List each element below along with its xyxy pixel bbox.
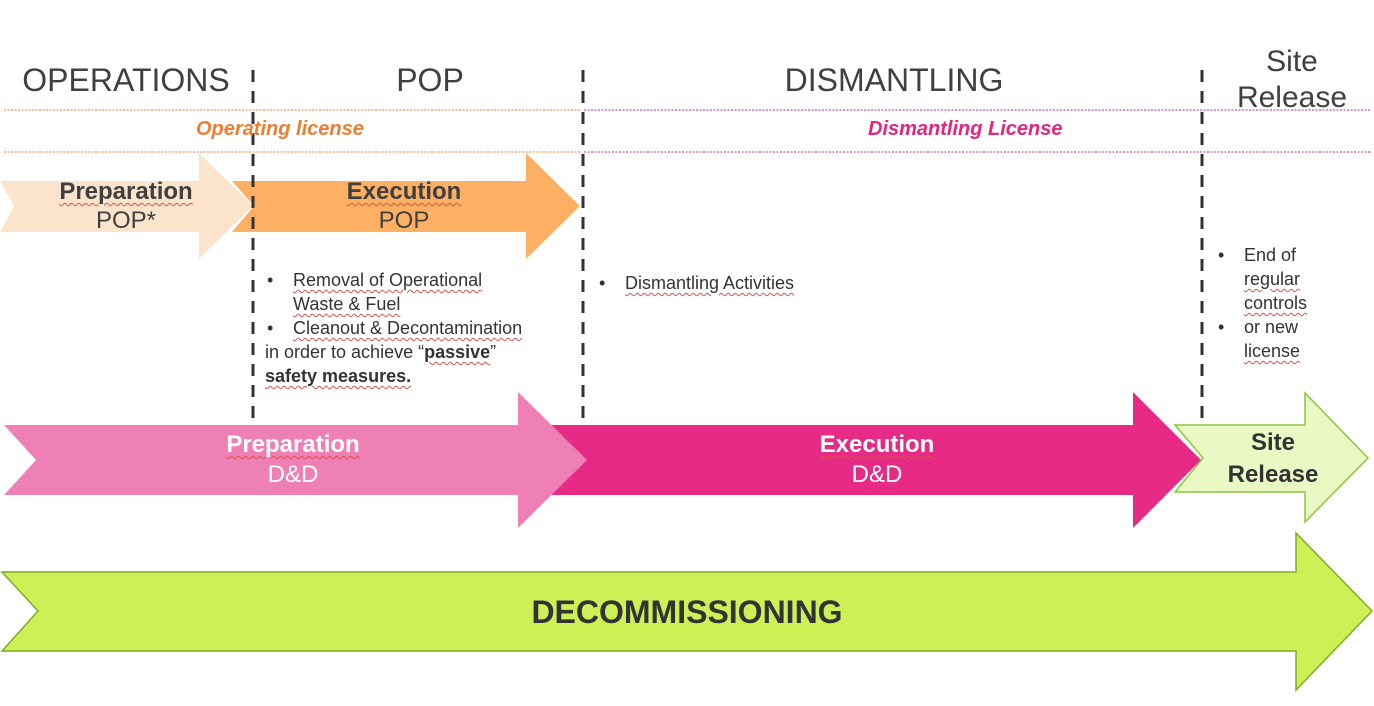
preparation-dd-arrow	[4, 392, 587, 528]
execution-pop-subtitle: POP	[378, 207, 430, 234]
release-note-line4: or new	[1244, 317, 1299, 337]
preparation-dd-title: Preparation	[226, 431, 360, 458]
dismantling-note-activities-text: Dismantling Activities	[625, 273, 795, 293]
decommissioning-arrow	[0, 531, 1374, 692]
release-note-line1: End of	[1244, 245, 1297, 265]
execution-dd-arrow	[548, 392, 1201, 528]
pop-note-removal-line2: Waste & Fuel	[293, 294, 401, 314]
release-notes: End of regular controls or new license	[1216, 243, 1366, 363]
execution-pop-label: Execution POP	[314, 177, 494, 235]
pop-notes: Removal of Operational Waste & Fuel Clea…	[265, 268, 565, 388]
pop-note-tail-line2: safety measures.	[265, 366, 412, 386]
site-release-title-line1: Site	[1250, 429, 1295, 456]
pop-note-tail-bold: passive	[424, 342, 491, 362]
pop-note-tail: in order to achieve “passive” safety mea…	[265, 340, 565, 388]
preparation-pop-label: Preparation POP*	[36, 177, 216, 235]
dismantling-license-label: Dismantling License	[868, 118, 1063, 140]
site-release-title-line2: Release	[1227, 461, 1319, 488]
dismantling-note-activities: Dismantling Activities	[597, 271, 897, 295]
phase-dismantling: DISMANTLING	[784, 62, 1004, 98]
release-note-end-of-controls: End of regular controls	[1216, 243, 1366, 315]
pop-note-removal: Removal of Operational Waste & Fuel	[265, 268, 565, 316]
preparation-dd-label: Preparation D&D	[193, 430, 393, 490]
site-release-arrow	[1173, 391, 1370, 524]
execution-dd-label: Execution D&D	[777, 430, 977, 490]
release-note-line2: regular	[1244, 269, 1301, 289]
preparation-dd-subtitle: D&D	[267, 461, 319, 488]
operating-license-label: Operating license	[196, 118, 364, 140]
release-note-line5: license	[1244, 341, 1301, 361]
dismantling-notes: Dismantling Activities	[597, 271, 897, 295]
phase-site-release-line1: Site	[1266, 45, 1318, 78]
preparation-pop-title: Preparation	[59, 178, 193, 205]
execution-dd-subtitle: D&D	[851, 461, 903, 488]
pop-note-cleanout: Cleanout & Decontamination	[265, 316, 565, 340]
pop-note-cleanout-text: Cleanout & Decontamination	[293, 318, 523, 338]
decommissioning-label: DECOMMISSIONING	[531, 594, 843, 630]
execution-pop-title: Execution	[346, 178, 462, 205]
site-release-label: Site Release	[1203, 427, 1343, 491]
pop-note-tail-post: ”	[490, 342, 497, 362]
preparation-pop-subtitle: POP*	[95, 207, 157, 234]
phase-pop: POP	[396, 62, 464, 98]
phase-operations: OPERATIONS	[22, 62, 230, 98]
pop-note-removal-line1: Removal of Operational	[293, 270, 483, 290]
execution-dd-title: Execution	[819, 431, 935, 458]
pop-note-tail-pre: in order to achieve “	[265, 342, 425, 362]
phase-site-release-line2: Release	[1236, 81, 1348, 114]
phase-site-release: Site Release	[1210, 44, 1374, 116]
release-note-line3: controls	[1244, 293, 1308, 313]
release-note-new-license: or new license	[1216, 315, 1366, 363]
execution-pop-arrow	[232, 153, 580, 259]
preparation-pop-arrow	[0, 153, 253, 259]
